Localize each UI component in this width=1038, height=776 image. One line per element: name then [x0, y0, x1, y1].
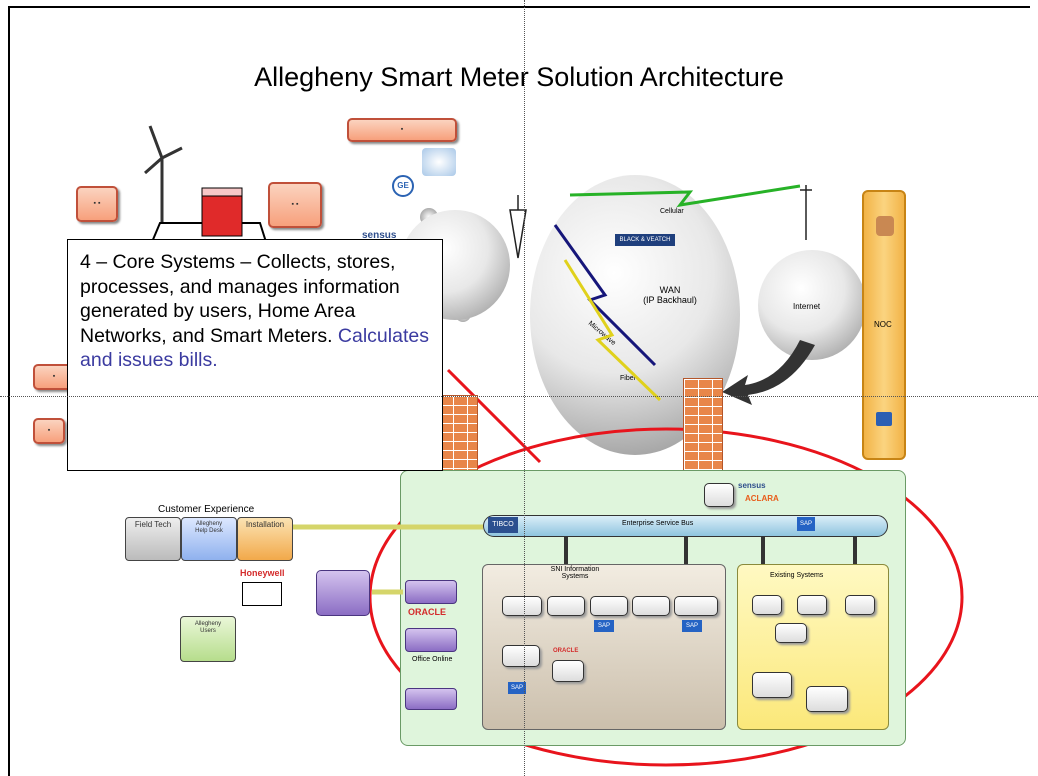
customer-experience-title: Customer Experience [158, 504, 255, 515]
existing-systems-title: Existing Systems [770, 572, 824, 579]
sni-box-3 [590, 596, 628, 616]
sni-box-7 [552, 660, 584, 682]
device-box-utility: ▪ ▪ [268, 182, 322, 228]
fiber-label: Fiber [620, 375, 636, 382]
sni-box-4 [632, 596, 670, 616]
installation-label: Installation [245, 520, 285, 529]
aclara-logo-core: ACLARA [745, 494, 779, 503]
oracle-logo: ORACLE [408, 607, 446, 617]
callout-text: 4 – Core Systems – Collects, stores, pro… [80, 251, 400, 347]
sni-box-6 [502, 645, 540, 667]
field-tech-box: Field Tech [125, 517, 181, 561]
purple-system-2 [405, 628, 457, 652]
wan-subtitle: (IP Backhaul) [643, 295, 697, 305]
help-desk-box: Allegheny Help Desk [181, 517, 237, 561]
honeywell-logo: Honeywell [240, 568, 285, 578]
sap-logo-sni-2: SAP [682, 620, 702, 632]
tibco-logo: TIBCO [488, 517, 518, 533]
device-box-meter: ▪ [347, 118, 457, 142]
wan-label: WAN (IP Backhaul) [640, 285, 700, 305]
firewall-right [683, 378, 723, 478]
sap-logo-sni-3: SAP [508, 682, 526, 694]
sensus-logo: sensus [362, 230, 397, 241]
noc-label: NOC [874, 320, 892, 329]
sni-box-2 [547, 596, 585, 616]
existing-box-1 [752, 595, 782, 615]
ge-logo: GE [392, 175, 414, 197]
vertical-guide [524, 0, 525, 776]
purple-system-1 [405, 580, 457, 604]
device-box-left-2: ▪ [33, 418, 65, 444]
wan-title: WAN [659, 285, 681, 295]
black-veatch-logo: BLACK & VEATCH [615, 234, 675, 246]
core-server-box [704, 483, 734, 507]
core-systems-callout: 4 – Core Systems – Collects, stores, pro… [67, 239, 443, 471]
slide-frame [8, 6, 1030, 776]
existing-box-2 [797, 595, 827, 615]
gear-logo-icon [422, 148, 456, 176]
sap-logo-bus: SAP [797, 517, 815, 531]
office-online-logo: Office Online [412, 656, 453, 663]
cellular-label: Cellular [660, 208, 684, 215]
installation-box: Installation [237, 517, 293, 561]
hp-icon [876, 412, 892, 426]
existing-box-4 [775, 623, 807, 643]
field-tech-label: Field Tech [134, 520, 172, 529]
allegheny-users-box: Allegheny Users [180, 616, 236, 662]
existing-box-3 [845, 595, 875, 615]
sensus-logo-core: sensus [738, 481, 766, 490]
purple-system-3 [405, 688, 457, 710]
callout-highlight: Calculates and issues bills. [80, 324, 429, 372]
purple-system-left [316, 570, 370, 616]
horizontal-guide [0, 396, 1038, 397]
sni-box-5 [674, 596, 718, 616]
sap-logo-sni-1: SAP [594, 620, 614, 632]
service-bus [483, 515, 888, 537]
internet-cloud [758, 250, 866, 360]
sni-box-1 [502, 596, 542, 616]
person-icon [876, 216, 894, 236]
help-desk-label: Allegheny Help Desk [195, 521, 223, 534]
thermostat-box [242, 582, 282, 606]
oracle-logo-sni: ORACLE [553, 648, 579, 654]
existing-box-6 [806, 686, 848, 712]
page-title: Allegheny Smart Meter Solution Architect… [254, 62, 784, 92]
device-box-solar: ▪ ▪ [76, 186, 118, 222]
allegheny-users-label: Allegheny Users [194, 621, 222, 634]
existing-box-5 [752, 672, 792, 698]
noc-panel: NOC [862, 190, 906, 460]
internet-label: Internet [793, 302, 821, 311]
service-bus-label: Enterprise Service Bus [622, 520, 694, 527]
sni-info-title: SNI Information Systems [550, 566, 600, 580]
